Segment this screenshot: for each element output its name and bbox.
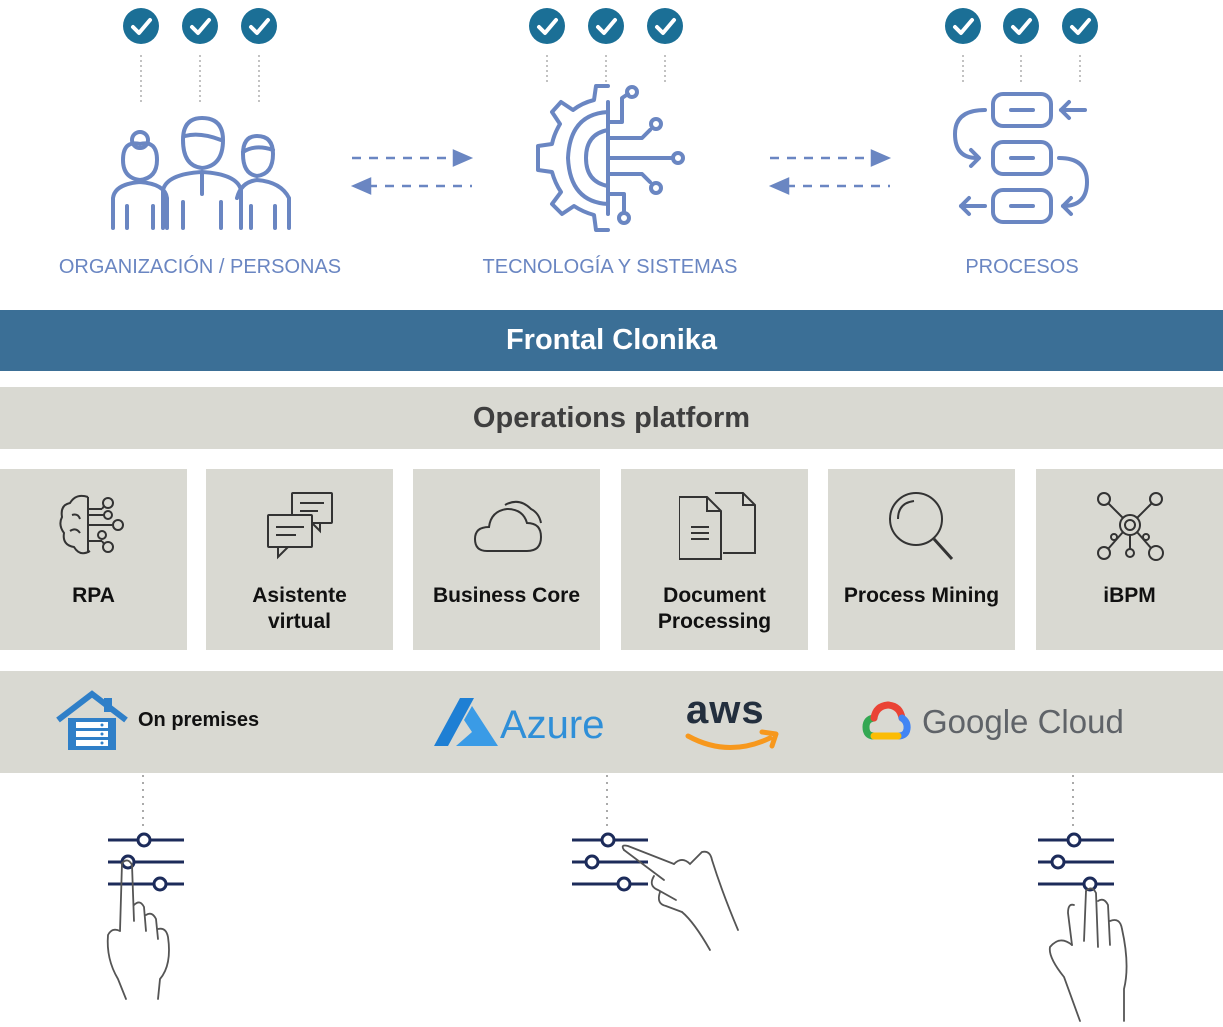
process-flow-icon [953,92,1089,224]
module-process-mining: Process Mining [828,469,1015,650]
house-server-icon [56,690,128,750]
hand-pointing-icon [1048,887,1128,1022]
cloud-icon [473,500,543,552]
module-label: Business Core [432,584,581,607]
frontal-clonika-band: Frontal Clonika [0,310,1223,371]
module-asistente-virtual: Asistente virtual [206,469,393,650]
google-cloud-label: Google Cloud [922,703,1124,740]
brain-network-icon [59,494,124,555]
bidirectional-arrow-icon [768,149,892,195]
module-business-core: Business Core [413,469,600,650]
module-document-processing: Document Processing [621,469,808,650]
documents-icon [679,492,756,560]
dotted-connector [142,775,1074,829]
hand-pointing-icon [106,859,170,1000]
aws-smile-icon [685,729,779,750]
aws-label: aws [686,688,765,732]
gear-circuit-icon [536,84,685,232]
operations-platform-band: Operations platform [0,387,1223,449]
checkmarks-layer [121,6,1100,105]
pillar-label-tecnologia: TECNOLOGÍA Y SISTEMAS [482,256,738,278]
azure-logo-icon [434,698,498,746]
module-label: Document Processing [657,584,772,633]
module-label: Process Mining [843,584,1000,607]
google-cloud-logo-icon [862,701,911,740]
azure-label: Azure [500,703,605,747]
chat-bubbles-icon [267,492,333,560]
checkmark-icon [121,6,1100,105]
magnifier-icon [889,492,954,561]
pillar-label-procesos: PROCESOS [965,256,1079,278]
slider-control-icon [572,832,648,892]
module-ibpm: iBPM [1036,469,1223,650]
module-label: Asistente virtual [252,584,347,633]
hand-pointing-icon [621,844,739,951]
module-label: RPA [72,584,115,607]
module-label: iBPM [1103,584,1156,607]
on-premises-label: On premises [138,709,260,731]
people-group-icon [111,116,291,230]
bidirectional-arrow-icon [350,149,474,195]
pillar-label-organizacion: ORGANIZACIÓN / PERSONAS [58,256,342,278]
infrastructure-band [0,671,1223,773]
network-nodes-icon [1097,492,1164,561]
module-rpa: RPA [0,469,187,650]
slider-control-icon [1038,832,1114,892]
